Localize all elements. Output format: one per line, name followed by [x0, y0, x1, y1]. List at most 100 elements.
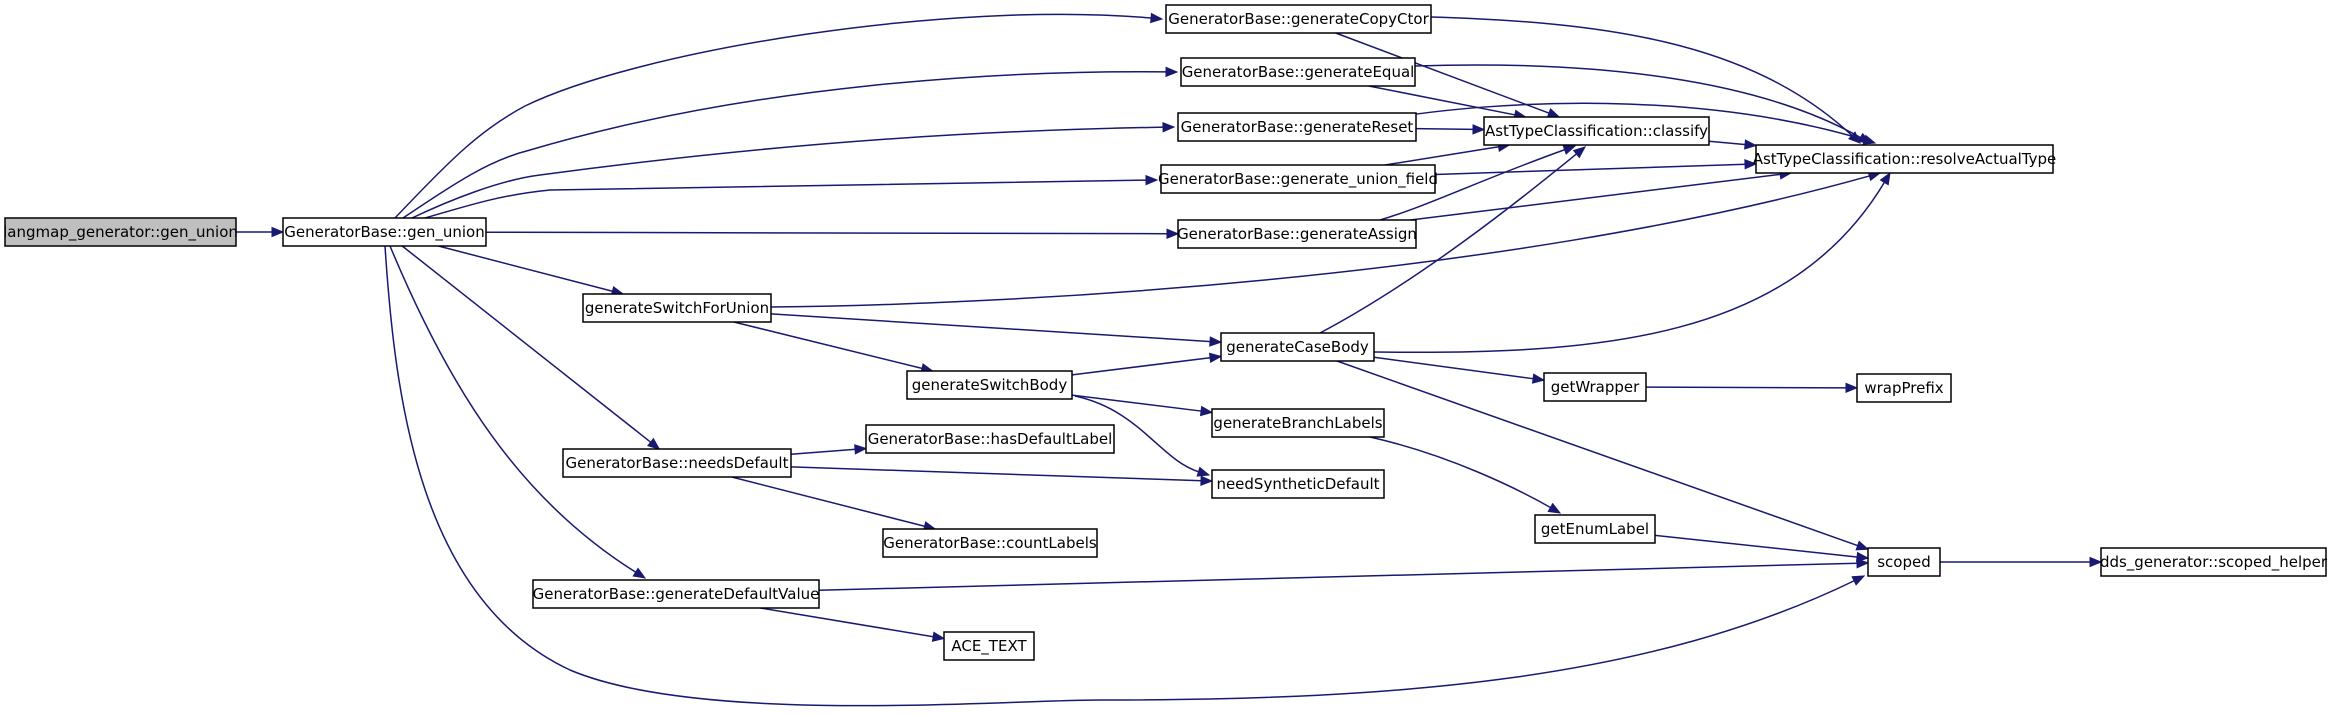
edge-switch_union-to-resolve [770, 174, 1871, 308]
node-gen-union[interactable]: GeneratorBase::gen_union [282, 217, 487, 247]
node-equal[interactable]: GeneratorBase::generateEqual [1180, 57, 1416, 87]
node-box [906, 370, 1073, 400]
edge-classify-to-resolve [1708, 140, 1747, 146]
node-scoped[interactable]: scoped [1867, 547, 1941, 577]
node-has-default[interactable]: GeneratorBase::hasDefaultLabel [865, 424, 1115, 454]
edge-union_field-to-classify [1384, 145, 1500, 166]
node-classify[interactable]: AstTypeClassification::classify [1483, 116, 1710, 146]
node-ace-text[interactable]: ACE_TEXT [943, 631, 1035, 661]
node-switch-body[interactable]: generateSwitchBody [906, 370, 1073, 400]
node-label: generateBranchLabels [1213, 414, 1382, 432]
node-label: GeneratorBase::generateCopyCtor [1168, 10, 1429, 28]
arrowhead-case_body-to-get_wrapper [1531, 373, 1546, 384]
arrowhead-branch_labels-to-enum_label [1547, 502, 1562, 514]
node-label: AstTypeClassification::resolveActualType [1753, 150, 2057, 168]
node-label: AstTypeClassification::classify [1485, 122, 1708, 140]
node-scoped-helper[interactable]: dds_generator::scoped_helper [2100, 547, 2328, 577]
node-switch-union[interactable]: generateSwitchForUnion [582, 293, 772, 323]
arrowhead-needs_default-to-need_synth [1200, 475, 1214, 486]
node-assign[interactable]: GeneratorBase::generateAssign [1177, 219, 1417, 249]
node-copyctor[interactable]: GeneratorBase::generateCopyCtor [1165, 4, 1432, 34]
node-get-wrapper[interactable]: getWrapper [1543, 372, 1647, 402]
arrowhead-gen_union-to-union_field [1145, 174, 1159, 186]
arrowhead-default_value-to-scoped [1856, 557, 1870, 569]
edge-needs_default-to-has_default [790, 448, 857, 456]
node-box [1543, 372, 1647, 402]
arrowhead-gen_union-to-needs_default [646, 437, 661, 450]
arrowhead-root-to-gen_union [271, 226, 285, 238]
edge-equal-to-classify [1368, 85, 1517, 116]
node-box [4, 217, 237, 247]
node-box [562, 448, 792, 478]
node-label: GeneratorBase::countLabels [883, 534, 1097, 552]
edge-gen_union-to-reset [411, 126, 1165, 219]
edge-default_value-to-ace_text [760, 607, 935, 638]
arrowhead-reset-to-resolve [1862, 134, 1877, 145]
edge-default_value-to-scoped [818, 562, 1859, 592]
node-root[interactable]: langmap_generator::gen_union [3, 217, 238, 247]
node-label: getEnumLabel [1541, 520, 1649, 538]
node-box [943, 631, 1035, 661]
edge-enum_label-to-scoped [1654, 534, 1859, 558]
edge-gen_union-to-union_field [424, 179, 1148, 219]
edge-switch_union-to-switch_body [733, 321, 924, 370]
edge-gen_union-to-needs_default [401, 245, 652, 444]
node-label: GeneratorBase::gen_union [284, 223, 484, 242]
arrowhead-union_field-to-resolve [1744, 159, 1758, 170]
node-needs-default[interactable]: GeneratorBase::needsDefault [562, 448, 792, 478]
node-box [282, 217, 487, 247]
node-enum-label[interactable]: getEnumLabel [1534, 514, 1656, 544]
node-box [1160, 164, 1436, 194]
edge-case_body-to-scoped [1336, 360, 1859, 547]
edge-gen_union-to-default_value [389, 245, 637, 574]
node-label: GeneratorBase::hasDefaultLabel [868, 430, 1113, 448]
edge-gen_union-to-assign [485, 231, 1169, 235]
edges-layer [236, 12, 2103, 707]
arrowhead-gen_union-to-scoped [1851, 575, 1866, 586]
arrowhead-gen_union-to-default_value [632, 567, 647, 579]
edge-reset-to-resolve [1389, 102, 1866, 141]
node-case-body[interactable]: generateCaseBody [1220, 332, 1375, 362]
arrowhead-gen_union-to-equal [1165, 66, 1179, 78]
node-box [1220, 332, 1375, 362]
arrowhead-gen_union-to-assign [1166, 228, 1180, 239]
node-label: GeneratorBase::generate_union_field [1158, 170, 1438, 189]
node-box [1534, 514, 1656, 544]
node-reset[interactable]: GeneratorBase::generateReset [1177, 112, 1417, 142]
node-count-labels[interactable]: GeneratorBase::countLabels [882, 528, 1098, 558]
node-union-field[interactable]: GeneratorBase::generate_union_field [1158, 164, 1438, 194]
arrowhead-scoped-to-scoped_helper [2089, 556, 2103, 568]
node-box [1755, 144, 2054, 174]
node-box [1165, 4, 1432, 34]
node-wrap-prefix[interactable]: wrapPrefix [1856, 373, 1952, 403]
edge-needs_default-to-need_synth [790, 466, 1203, 482]
edge-copyctor-to-classify [1335, 32, 1551, 115]
node-label: generateSwitchBody [912, 376, 1068, 394]
node-box [1180, 57, 1416, 87]
node-label: dds_generator::scoped_helper [2100, 553, 2328, 572]
edge-gen_union-to-copyctor [394, 13, 1153, 219]
edge-case_body-to-classify [1319, 152, 1578, 334]
edge-switch_union-to-case_body [770, 313, 1212, 343]
node-branch-labels[interactable]: generateBranchLabels [1211, 408, 1385, 438]
node-box [582, 293, 772, 323]
node-label: ACE_TEXT [951, 637, 1027, 656]
node-box [1177, 219, 1417, 249]
edge-copyctor-to-resolve [1430, 16, 1854, 137]
edge-union_field-to-resolve [1434, 163, 1747, 176]
node-box [1856, 373, 1952, 403]
node-label: generateCaseBody [1226, 338, 1369, 356]
edge-equal-to-resolve [1414, 64, 1862, 139]
node-resolve[interactable]: AstTypeClassification::resolveActualType [1753, 144, 2057, 174]
node-need-synth[interactable]: needSyntheticDefault [1211, 469, 1385, 499]
node-box [1867, 547, 1941, 577]
arrowhead-case_body-to-resolve [1879, 171, 1891, 186]
edge-switch_body-to-need_synth [1074, 395, 1200, 473]
node-default-value[interactable]: GeneratorBase::generateDefaultValue [532, 579, 820, 609]
node-label: scoped [1877, 553, 1931, 571]
node-box [1483, 116, 1710, 146]
node-label: GeneratorBase::generateAssign [1177, 225, 1417, 243]
node-label: langmap_generator::gen_union [3, 223, 238, 242]
arrowhead-switch_body-to-branch_labels [1199, 405, 1214, 417]
